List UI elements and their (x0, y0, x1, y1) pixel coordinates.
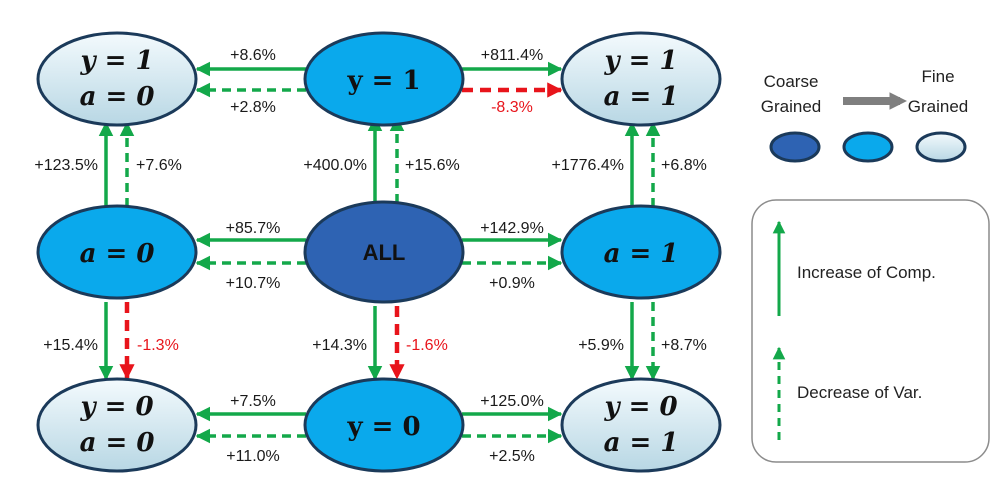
label-y0-to-y0a1-comp: +125.0% (480, 393, 544, 410)
node-all-label: ALL (363, 240, 406, 265)
label-a1-to-y0a1-comp: +5.9% (578, 337, 624, 354)
node-y1-a1-line1: y = 1 (603, 46, 677, 76)
fine-swatch (915, 131, 967, 163)
nodes: y = 1 a = 0 y = 1 y = 1 a = 1 a = 0 ALL … (36, 31, 722, 473)
label-a0-to-y0a0-var: -1.3% (137, 337, 179, 354)
label-y1-to-y1a0-var: +2.8% (230, 99, 276, 116)
node-y0-a1: y = 0 a = 1 (560, 377, 722, 473)
node-a0-label: a = 0 (80, 239, 155, 269)
node-y1-a0-line2: a = 0 (80, 82, 155, 112)
node-y0-a0: y = 0 a = 0 (36, 377, 198, 473)
label-all-to-y0-var: -1.6% (406, 337, 448, 354)
node-y0-a0-line1: y = 0 (79, 392, 153, 422)
label-all-to-y1-var: +15.6% (405, 157, 460, 174)
arrow-legend-box (751, 199, 990, 463)
label-all-to-a1-var: +0.9% (489, 275, 535, 292)
label-a0-to-y1a0-comp: +123.5% (34, 157, 98, 174)
node-y0-a1-line2: a = 1 (604, 428, 679, 458)
comp-label: Increase of Comp. (797, 263, 936, 282)
label-a1-to-y0a1-var: +8.7% (661, 337, 707, 354)
label-a1-to-y1a1-var: +6.8% (661, 157, 707, 174)
label-y0-to-y0a0-var: +11.0% (226, 448, 280, 465)
node-y0-a0-line2: a = 0 (80, 428, 155, 458)
node-y1-a1-line2: a = 1 (604, 82, 679, 112)
fine-label-line1: Fine (921, 67, 954, 86)
label-y1-to-y1a1-comp: +811.4% (481, 47, 543, 64)
node-y1: y = 1 (303, 31, 465, 127)
arrows (98, 61, 661, 444)
label-all-to-y1-comp: +400.0% (303, 157, 367, 174)
label-a0-to-y0a0-comp: +15.4% (43, 337, 98, 354)
coarse-swatch (769, 131, 821, 163)
label-y1-to-y1a1-var: -8.3% (491, 99, 533, 116)
node-y1-label: y = 1 (346, 66, 420, 96)
label-y0-to-y0a1-var: +2.5% (489, 448, 535, 465)
node-y1-a0: y = 1 a = 0 (36, 31, 198, 127)
edge-labels: +8.6% +2.8% +811.4% -8.3% +123.5% +7.6% … (34, 47, 706, 465)
label-y1-to-y1a0-comp: +8.6% (230, 47, 276, 64)
node-y0-a1-line1: y = 0 (603, 392, 677, 422)
var-label: Decrease of Var. (797, 383, 922, 402)
label-a1-to-y1a1-comp: +1776.4% (551, 157, 624, 174)
coarse-label-line1: Coarse (764, 72, 819, 91)
fine-label-line2: Grained (908, 97, 968, 116)
arrow-legend: Increase of Comp. Decrease of Var. (751, 199, 990, 463)
node-all: ALL (303, 200, 465, 304)
label-all-to-a0-comp: +85.7% (226, 220, 281, 237)
label-all-to-a0-var: +10.7% (226, 275, 281, 292)
mid-swatch (842, 131, 894, 163)
node-y0: y = 0 (303, 377, 465, 473)
label-all-to-a1-comp: +142.9% (480, 220, 544, 237)
node-a1-label: a = 1 (604, 239, 679, 269)
label-a0-to-y1a0-var: +7.6% (136, 157, 182, 174)
coarse-label-line2: Grained (761, 97, 821, 116)
node-y1-a0-line1: y = 1 (79, 46, 153, 76)
node-a0: a = 0 (36, 204, 198, 300)
label-all-to-y0-comp: +14.3% (312, 337, 367, 354)
granularity-legend: Coarse Grained Fine Grained (761, 67, 968, 163)
node-y0-label: y = 0 (346, 412, 420, 442)
label-y0-to-y0a0-comp: +7.5% (230, 393, 276, 410)
node-a1: a = 1 (560, 204, 722, 300)
node-y1-a1: y = 1 a = 1 (560, 31, 722, 127)
